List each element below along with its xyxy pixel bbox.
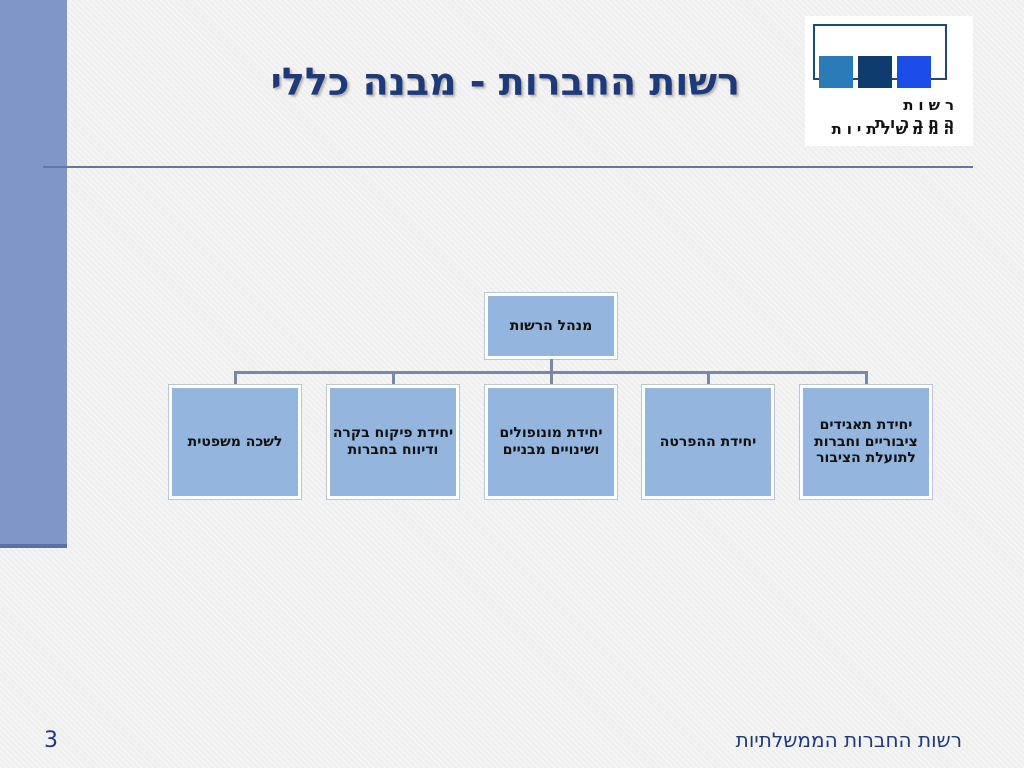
logo-square-bright [897,56,931,88]
org-unit-monopolies: יחידת מונופולים ושינויים מבניים [485,385,617,499]
side-band-edge [0,544,67,548]
logo-square-dark [858,56,892,88]
org-unit-public-corporations: יחידת תאגידים ציבוריים וחברות לתועלת הצי… [800,385,932,499]
org-head-box: מנהל הרשות [485,293,617,359]
logo-text-line1: רשות החברות [874,96,959,132]
connector-drop-legal [234,371,237,385]
logo-text-line2: הממשלתיות [831,120,959,138]
connector-drop-supervision [392,371,395,385]
side-band [0,0,67,548]
connector-drop-monopolies [550,371,553,385]
connector-drop-corporations [865,371,868,385]
org-unit-supervision: יחידת פיקוח בקרה ודיווח בחברות [327,385,459,499]
logo-square-light [819,56,853,88]
footer-text: רשות החברות הממשלתיות [735,728,962,752]
title-divider [43,166,973,168]
org-unit-privatization: יחידת ההפרטה [642,385,774,499]
connector-drop-privatization [707,371,710,385]
logo: רשות החברות הממשלתיות [805,16,973,146]
slide-title: רשות החברות - מבנה כללי [270,60,740,104]
page-number: 3 [44,728,58,753]
org-unit-legal: לשכה משפטית [169,385,301,499]
connector-head-stem [550,359,553,373]
